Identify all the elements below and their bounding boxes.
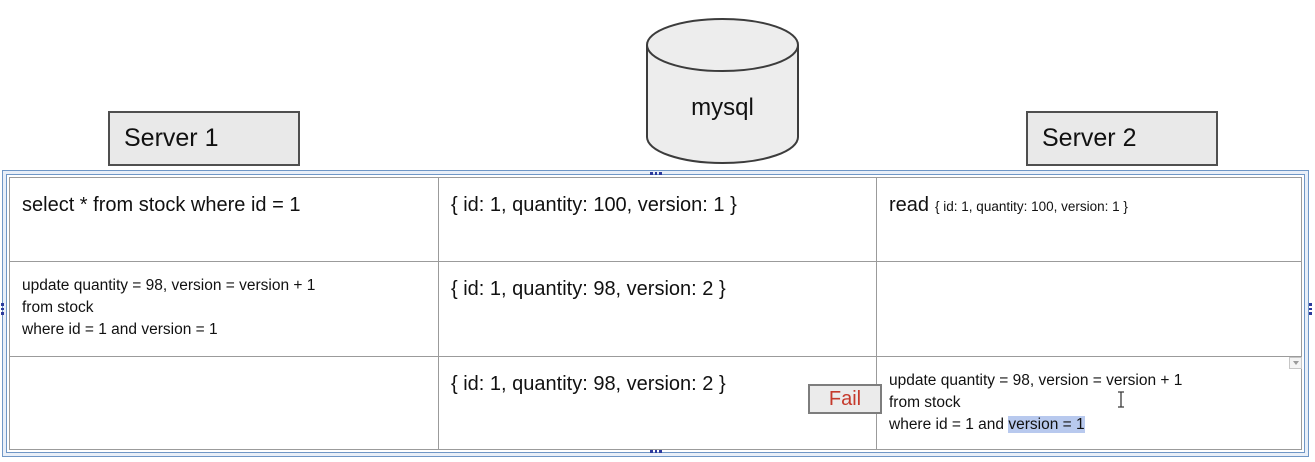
server2-label: Server 2 — [1042, 124, 1137, 152]
mysql-label: mysql — [691, 94, 754, 121]
update-line-1: update quantity = 98, version = version … — [889, 372, 1183, 389]
server2-box[interactable]: Server 2 — [1026, 111, 1218, 166]
db-result-text: { id: 1, quantity: 98, version: 2 } — [451, 373, 726, 395]
cell-dropdown-button[interactable] — [1289, 357, 1302, 369]
server1-label: Server 1 — [124, 124, 219, 152]
sequence-table-frame[interactable]: select * from stock where id = 1 { id: 1… — [2, 170, 1309, 457]
read-result-text: { id: 1, quantity: 100, version: 1 } — [935, 199, 1128, 214]
db-result-text: { id: 1, quantity: 98, version: 2 } — [451, 278, 726, 300]
table-resize-handle-right[interactable] — [1309, 303, 1312, 315]
mysql-database-shape[interactable]: mysql — [645, 16, 800, 168]
cell-r1-db-result[interactable]: { id: 1, quantity: 100, version: 1 } — [439, 178, 877, 262]
read-label: read — [889, 194, 930, 216]
sequence-table: select * from stock where id = 1 { id: 1… — [9, 177, 1302, 450]
cell-r2-db-result[interactable]: { id: 1, quantity: 98, version: 2 } — [439, 262, 877, 357]
table-resize-handle-bottom[interactable] — [650, 450, 662, 453]
update-line-2: from stock — [889, 394, 961, 411]
cell-r3-server1-empty[interactable] — [10, 357, 439, 449]
table-resize-handle-top[interactable] — [650, 172, 662, 175]
fail-label: Fail — [828, 387, 862, 410]
update-line-2: from stock — [22, 299, 94, 316]
db-result-text: { id: 1, quantity: 100, version: 1 } — [451, 194, 737, 216]
chevron-down-icon — [1292, 361, 1299, 365]
table-resize-handle-left[interactable] — [1, 303, 4, 315]
where-prefix-text: where id = 1 and — [889, 416, 1009, 433]
sequence-table-frame-inner: select * from stock where id = 1 { id: 1… — [6, 174, 1305, 453]
cell-r1-server2-read[interactable]: read { id: 1, quantity: 100, version: 1 } — [877, 178, 1301, 262]
database-cylinder-icon — [646, 18, 799, 164]
update-line-3: where id = 1 and version = 1 — [889, 414, 1289, 436]
update-line-1: update quantity = 98, version = version … — [22, 277, 316, 294]
highlighted-version-text: version = 1 — [1008, 416, 1085, 433]
server1-select-text: select * from stock where id = 1 — [22, 194, 301, 216]
cell-r1-server1-query[interactable]: select * from stock where id = 1 — [10, 178, 439, 262]
cell-r2-server1-update[interactable]: update quantity = 98, version = version … — [10, 262, 439, 357]
cell-r3-server2-update[interactable]: update quantity = 98, version = version … — [877, 357, 1301, 449]
fail-badge[interactable]: Fail — [808, 384, 882, 414]
update-line-3: where id = 1 and version = 1 — [22, 321, 218, 338]
server1-box[interactable]: Server 1 — [108, 111, 300, 166]
text-cursor-icon — [1118, 391, 1124, 408]
cell-r2-server2-empty[interactable] — [877, 262, 1301, 357]
